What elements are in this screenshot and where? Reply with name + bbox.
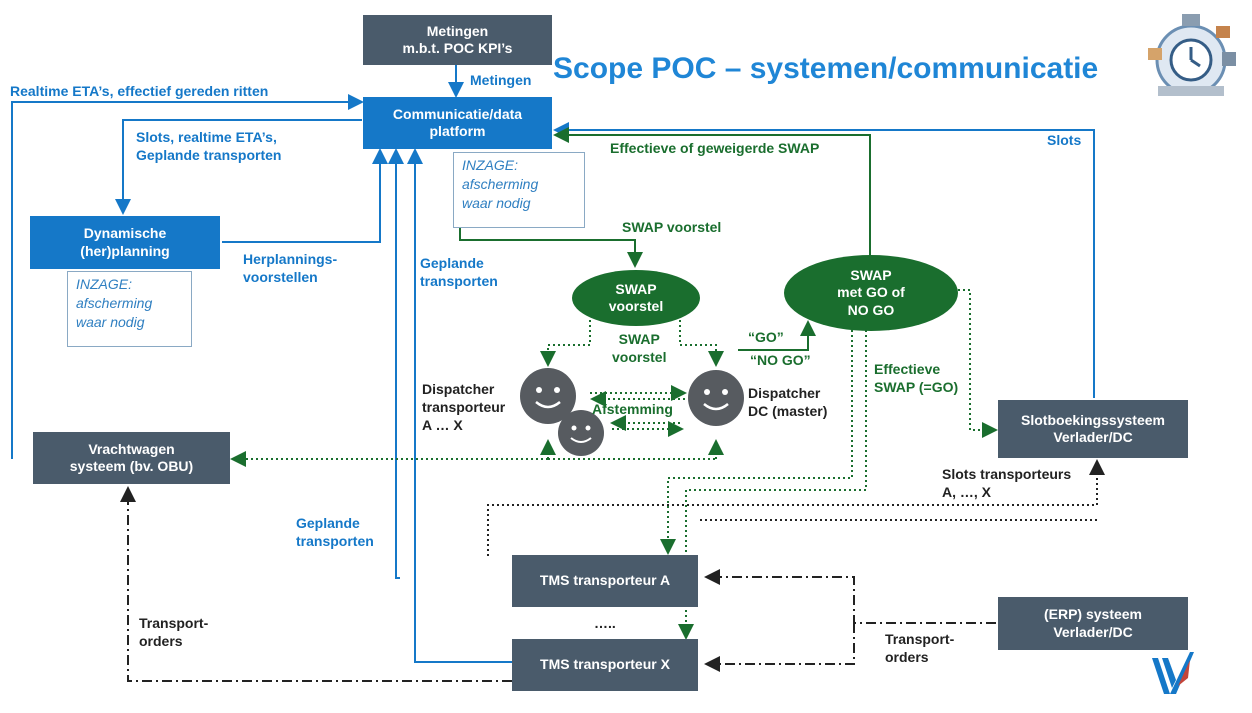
inzage-note-planning: INZAGE: afscherming waar nodig	[67, 271, 192, 347]
swap-voorstel-line1: SWAP	[615, 280, 657, 297]
metingen-box-line1: Metingen	[426, 22, 489, 39]
label-dispatcher-transporteur-line1: Dispatcher	[422, 381, 495, 397]
tms-transporteur-a-box: TMS transporteur A	[512, 555, 698, 607]
dynamische-line1: Dynamische	[83, 225, 167, 241]
label-effectieve-swap-line1: Effectieve	[874, 361, 941, 377]
label-slots-transporteurs-line1: Slots transporteurs	[942, 466, 1072, 482]
slotboeking-line2: Verlader/DC	[1053, 429, 1133, 445]
label-transport-orders-2: Transport- orders	[885, 630, 954, 666]
swap-go-ellipse: SWAP met GO of NO GO	[784, 255, 958, 331]
inzage-1-line3: waar nodig	[462, 194, 531, 211]
vrachtwagen-line2: systeem (bv. OBU)	[69, 458, 194, 474]
erp-line2: Verlader/DC	[1053, 623, 1133, 640]
dynamische-line2: (her)planning	[80, 242, 170, 259]
label-dispatcher-dc-line2: DC (master)	[748, 403, 828, 420]
label-dispatcher-dc: Dispatcher DC (master)	[748, 384, 827, 420]
label-swap-voorstel-mid-line2: voorstel	[612, 349, 667, 366]
label-transport-orders-2-line2: orders	[885, 649, 929, 666]
swap-voorstel-line2: voorstel	[608, 298, 664, 314]
metingen-box-line2: m.b.t. POC KPI’s	[402, 40, 513, 56]
metingen-box: Metingen m.b.t. POC KPI’s	[363, 15, 552, 65]
label-geplande-2-line2: transporten	[296, 533, 374, 550]
tms-x-label: TMS transporteur X	[540, 656, 670, 673]
inzage-1-line2: afscherming	[462, 175, 539, 192]
label-geplande-2-line1: Geplande	[296, 515, 360, 531]
label-transport-orders-1: Transport- orders	[139, 614, 208, 650]
smiley-face-icon	[688, 370, 744, 426]
label-dispatcher-dc-line1: Dispatcher	[748, 385, 821, 401]
label-effectieve-swap-line2: SWAP (=GO)	[874, 379, 959, 396]
page-title: Scope POC – systemen/communicatie	[553, 52, 1099, 85]
swap-go-line1: SWAP	[850, 266, 892, 283]
erp-line1: (ERP) systeem	[1043, 606, 1143, 622]
globe-clock-icon	[1148, 14, 1236, 96]
label-slots-realtime-line1: Slots, realtime ETA’s,	[136, 129, 277, 145]
label-geplande-transporten-2: Geplande transporten	[296, 514, 374, 550]
inzage-note-platform: INZAGE: afscherming waar nodig	[453, 152, 585, 228]
swap-go-line2: met GO of	[837, 284, 905, 301]
label-swap-voorstel-top: SWAP voorstel	[622, 219, 722, 235]
platform-line2: platform	[429, 123, 486, 139]
tms-transporteur-x-box: TMS transporteur X	[512, 639, 698, 691]
label-effectieve-geweigerde: Effectieve of geweigerde SWAP	[610, 140, 820, 156]
swap-voorstel-ellipse: SWAP voorstel	[572, 270, 700, 326]
label-go: “GO”	[748, 329, 784, 345]
label-herplannings-line1: Herplannings-	[243, 251, 338, 267]
label-no-go: “NO GO”	[750, 352, 811, 368]
slotboeking-line1: Slotboekingssysteem	[1021, 411, 1165, 428]
label-dispatcher-transporteur-line2: transporteur	[422, 399, 506, 416]
label-slots-realtime-line2: Geplande transporten	[136, 147, 282, 164]
label-slots-transporteurs-line2: A, …, X	[942, 484, 992, 501]
tms-a-label: TMS transporteur A	[539, 572, 671, 589]
inzage-2-line3: waar nodig	[76, 313, 145, 330]
label-dots: …..	[594, 615, 616, 631]
label-herplannings: Herplannings- voorstellen	[243, 250, 337, 286]
vrachtwagen-systeem-box: Vrachtwagen systeem (bv. OBU)	[33, 432, 230, 484]
slotboekingssysteem-box: Slotboekingssysteem Verlader/DC	[998, 400, 1188, 458]
label-geplande-1-line2: transporten	[420, 273, 498, 290]
label-slots: Slots	[1047, 132, 1082, 148]
label-transport-orders-1-line1: Transport-	[139, 615, 209, 631]
inzage-2-line2: afscherming	[76, 294, 153, 311]
smiley-face-icon	[558, 410, 604, 456]
inzage-2-line1: INZAGE:	[76, 276, 133, 292]
label-geplande-transporten-1: Geplande transporten	[420, 254, 498, 290]
label-swap-voorstel-mid-line1: SWAP	[618, 331, 660, 347]
erp-systeem-box: (ERP) systeem Verlader/DC	[998, 597, 1188, 650]
brand-logo-icon	[1152, 652, 1194, 694]
label-geplande-1-line1: Geplande	[420, 255, 484, 271]
inzage-1-line1: INZAGE:	[462, 157, 519, 173]
label-swap-voorstel-mid: SWAP voorstel	[612, 330, 666, 366]
label-dispatcher-transporteur-line3: A … X	[422, 417, 463, 434]
label-transport-orders-1-line2: orders	[139, 633, 183, 650]
communicatie-platform-box: Communicatie/data platform	[363, 97, 552, 149]
label-afstemming: Afstemming	[592, 401, 673, 417]
dynamische-planning-box: Dynamische (her)planning	[30, 216, 220, 269]
label-dispatcher-transporteur: Dispatcher transporteur A … X	[422, 380, 505, 435]
label-slots-realtime: Slots, realtime ETA’s, Geplande transpor…	[136, 128, 281, 164]
label-effectieve-swap: Effectieve SWAP (=GO)	[874, 360, 958, 396]
label-slots-transporteurs: Slots transporteurs A, …, X	[942, 465, 1071, 501]
label-realtime-eta: Realtime ETA’s, effectief gereden ritten	[10, 83, 269, 99]
vrachtwagen-line1: Vrachtwagen	[88, 440, 175, 457]
label-herplannings-line2: voorstellen	[243, 269, 318, 286]
label-transport-orders-2-line1: Transport-	[885, 631, 955, 647]
swap-go-line3: NO GO	[847, 301, 895, 318]
label-metingen: Metingen	[470, 72, 532, 88]
platform-line1: Communicatie/data	[392, 105, 523, 122]
